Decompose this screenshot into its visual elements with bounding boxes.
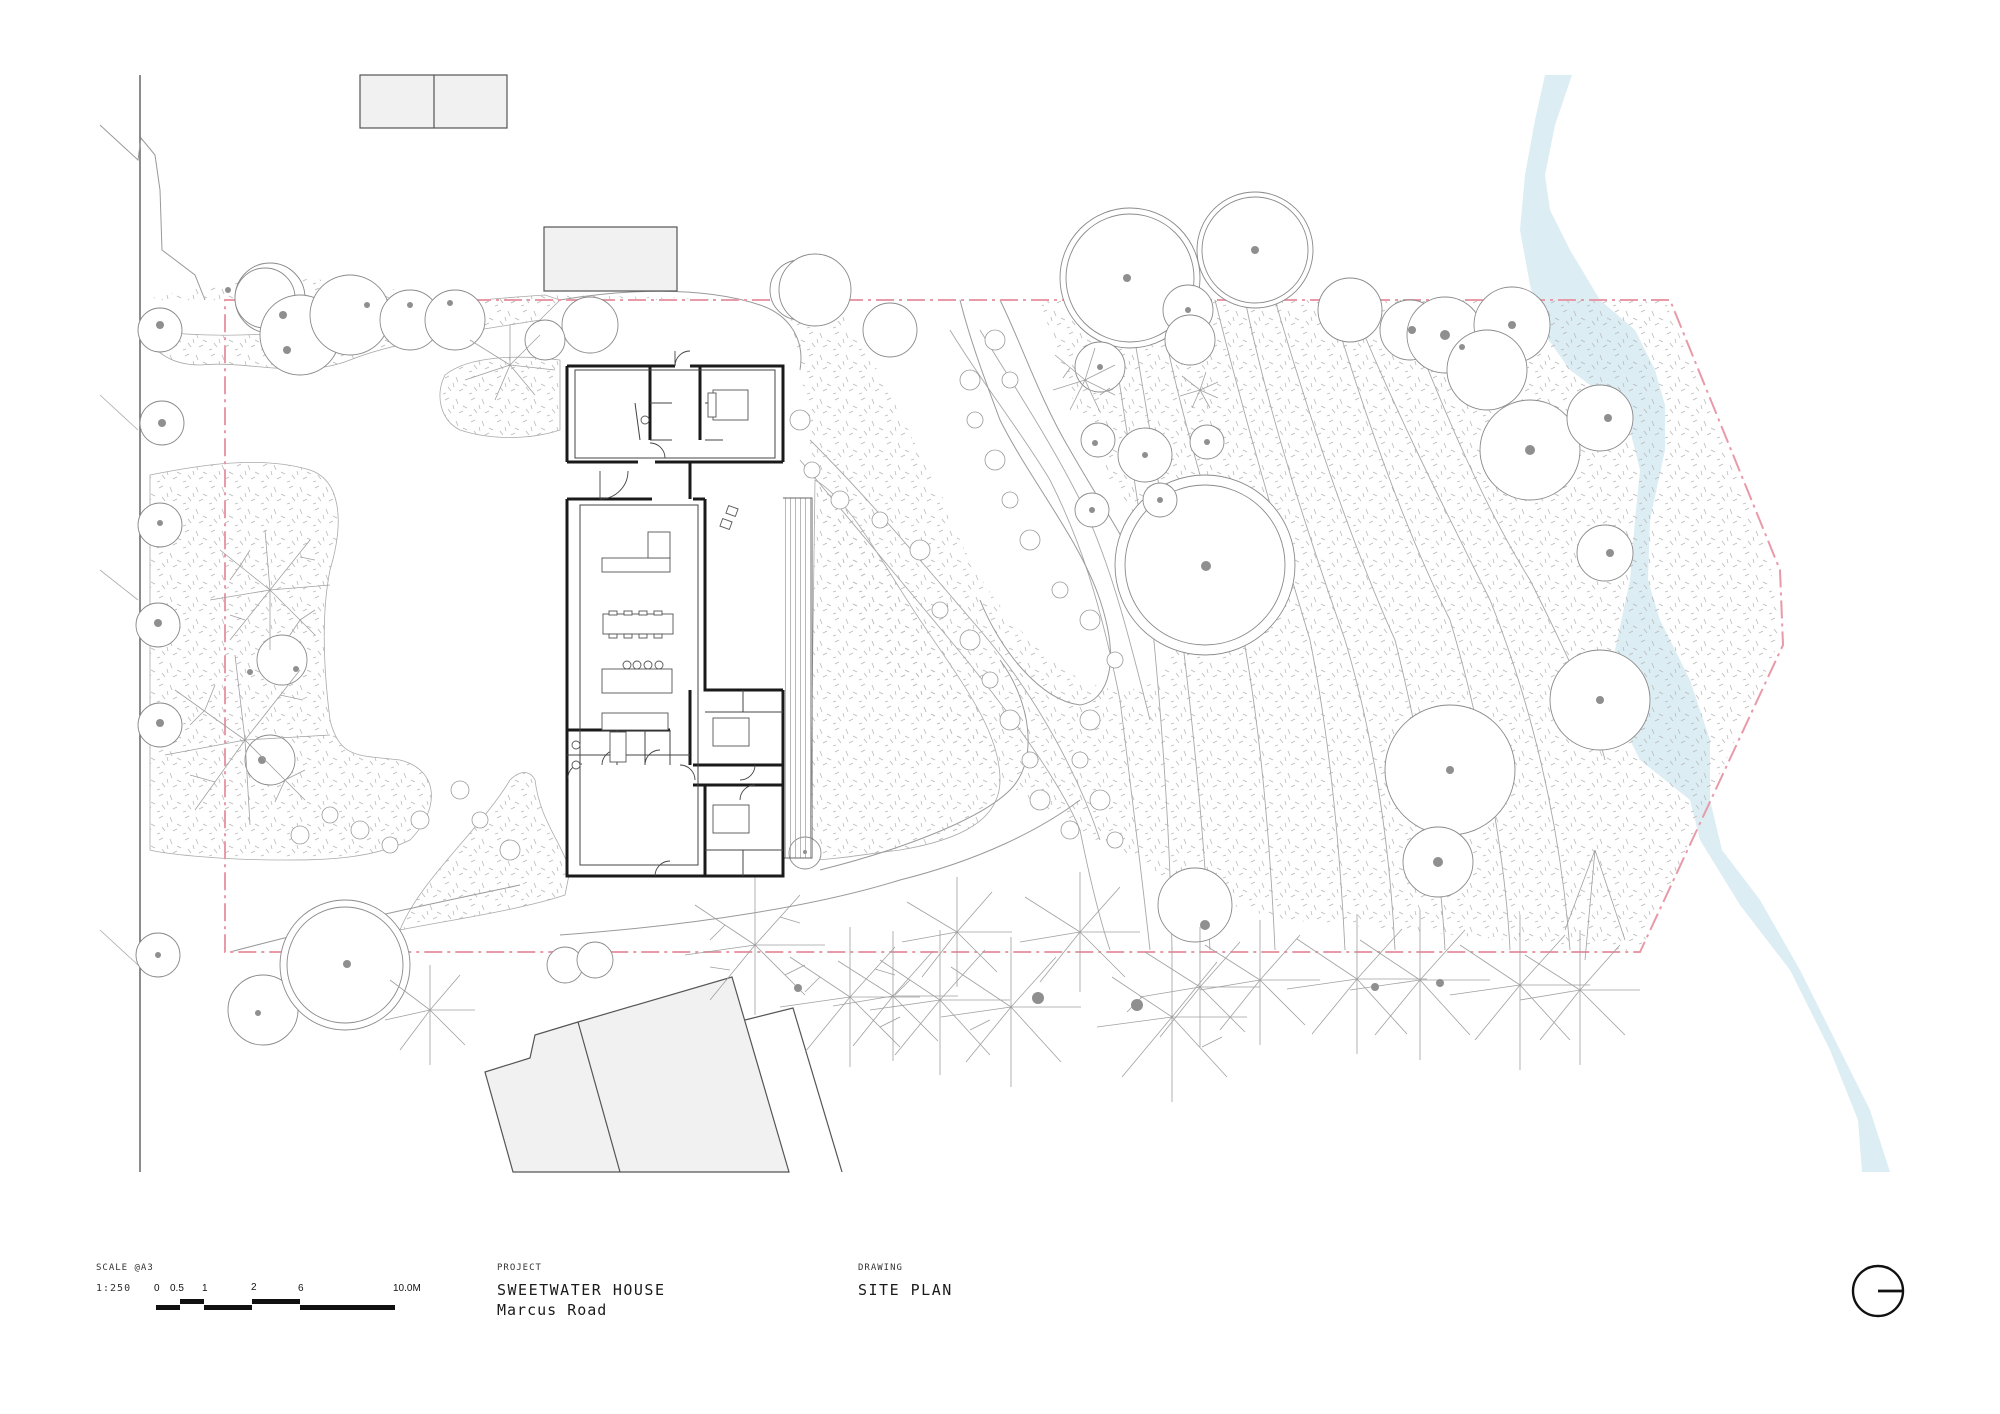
scale-tick-2: 2 [251, 1282, 257, 1293]
scale-ratio: 1:250 [96, 1283, 132, 1294]
garden-paths [229, 290, 1151, 953]
shrub-rows [290, 329, 1124, 861]
drawing-name: SITE PLAN [858, 1281, 953, 1299]
scale-tick-0: 0 [154, 1283, 160, 1294]
house-floor-plan [565, 350, 813, 878]
scale-bar-segment [180, 1299, 204, 1304]
property-boundary [224, 299, 1785, 953]
trees [135, 191, 1651, 1102]
project-name: SWEETWATER HOUSE [497, 1281, 666, 1299]
north-arrow [1851, 1264, 1905, 1318]
scale-bar-segment [204, 1305, 252, 1310]
drawing-label: DRAWING [858, 1263, 903, 1273]
scale-tick-10: 10.0M [393, 1283, 421, 1294]
scale-bar-segment [252, 1299, 300, 1304]
scale-tick-1: 1 [202, 1283, 208, 1294]
scale-label: SCALE @A3 [96, 1263, 154, 1273]
neighbour-buildings [359, 74, 843, 1173]
scale-tick-0-5: 0.5 [170, 1283, 184, 1294]
scale-bar-segment [156, 1305, 180, 1310]
scale-bar-segment [300, 1305, 395, 1310]
scale-tick-6: 6 [298, 1283, 304, 1294]
furniture [571, 389, 750, 834]
project-address: Marcus Road [497, 1301, 608, 1319]
project-label: PROJECT [497, 1263, 542, 1273]
south-tree-band [384, 849, 1640, 1102]
